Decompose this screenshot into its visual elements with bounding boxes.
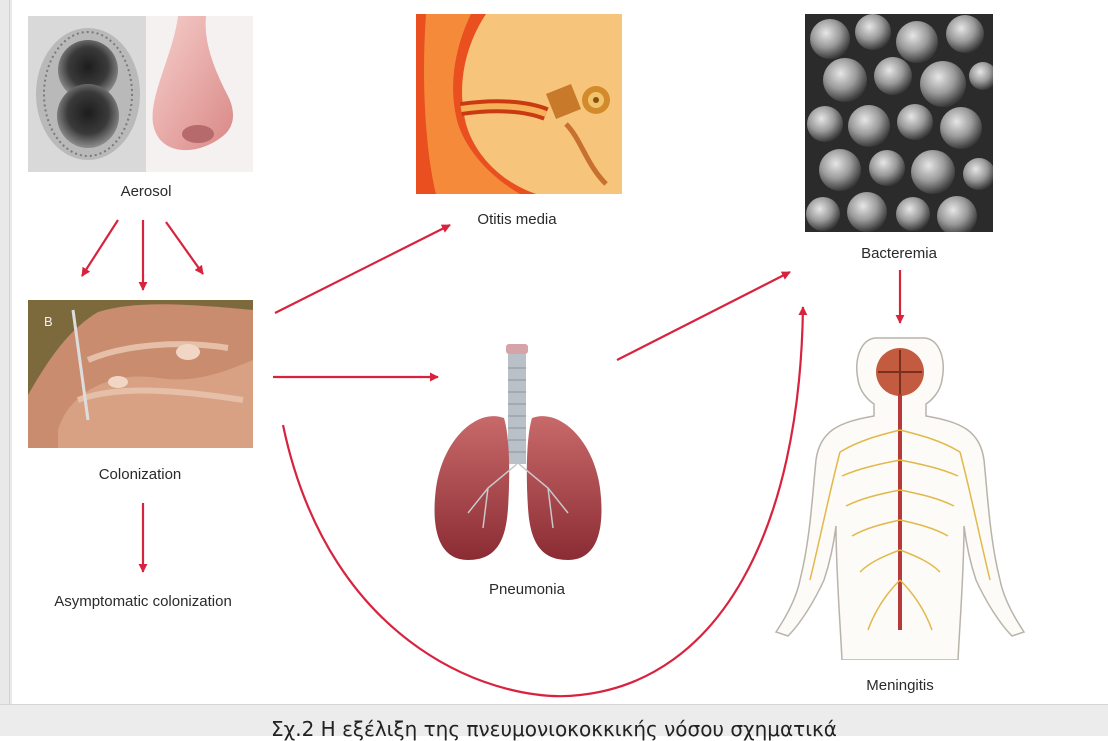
figure-caption-bar: Σχ.2 Η εξέλιξη της πνευμονιοκοκκικής νόσ… xyxy=(0,704,1108,736)
figure-caption: Σχ.2 Η εξέλιξη της πνευμονιοκοκκικής νόσ… xyxy=(0,717,1108,741)
arrow-aerosol-to-colonization-right xyxy=(166,222,203,274)
arrow-colonization-to-otitis xyxy=(275,225,450,313)
arrow-aerosol-to-colonization-left xyxy=(82,220,118,276)
arrows-layer xyxy=(0,0,1108,704)
arrow-pneumonia-to-bacteremia xyxy=(617,272,790,360)
arrow-colonization-to-bacteremia-curve xyxy=(283,307,803,696)
